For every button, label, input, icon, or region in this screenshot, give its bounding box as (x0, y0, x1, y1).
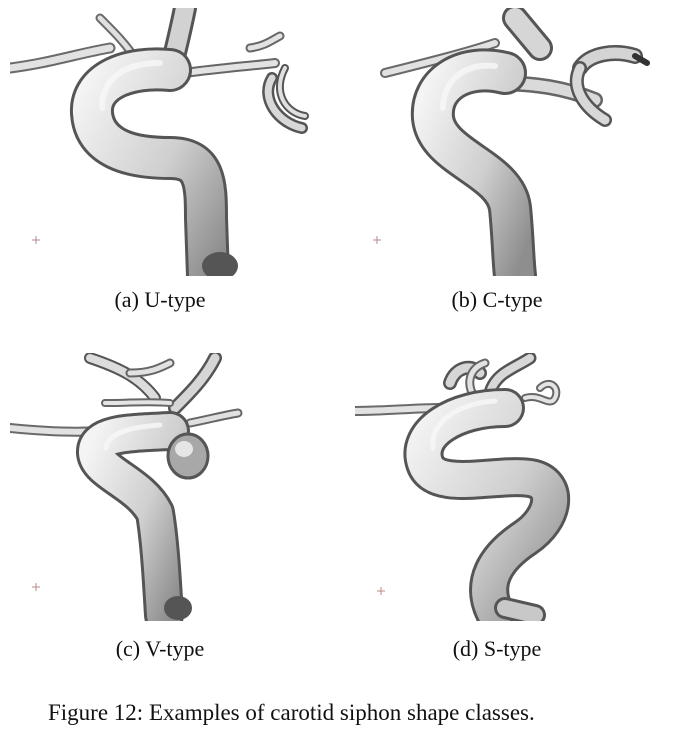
panel-caption-s-type: (d) S-type (452, 636, 542, 661)
figure-caption: Figure 12: Examples of carotid siphon sh… (48, 700, 535, 725)
panel-s-type-image (355, 353, 655, 621)
v-type-vessel-render (10, 353, 243, 621)
panel-caption-u-type: (a) U-type (114, 287, 206, 312)
u-type-vessel-render (10, 8, 309, 276)
axis-marker-icon (373, 236, 381, 244)
s-type-vessel-render (355, 353, 571, 621)
axis-marker-icon (377, 587, 385, 595)
axis-marker-icon (32, 583, 40, 591)
c-type-vessel-render (373, 8, 650, 276)
panel-v-type-image (10, 353, 310, 621)
panel-caption-v-type: (c) V-type (115, 636, 205, 661)
panel-u-type-image (10, 8, 310, 276)
panel-caption-c-type: (b) C-type (451, 287, 543, 312)
panel-c-type-image (355, 8, 655, 276)
axis-marker-icon (32, 236, 40, 244)
